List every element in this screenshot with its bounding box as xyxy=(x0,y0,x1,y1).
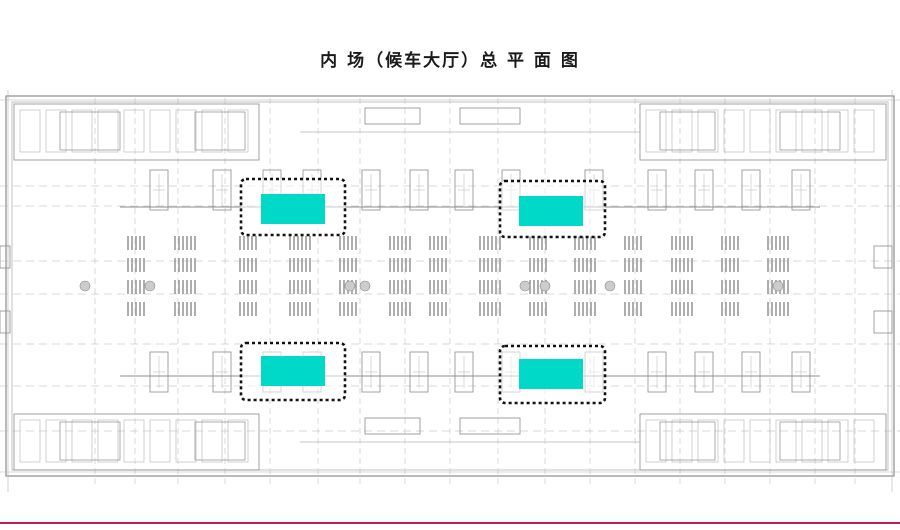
side-door xyxy=(873,245,893,269)
service-room xyxy=(123,419,145,463)
service-room xyxy=(749,109,771,153)
service-room xyxy=(175,109,197,153)
booth-unit xyxy=(212,169,232,211)
service-room xyxy=(659,111,716,151)
highlight-zones xyxy=(239,177,607,405)
service-room xyxy=(645,109,667,153)
service-room xyxy=(671,109,693,153)
teal-zone-block xyxy=(519,359,583,389)
service-room xyxy=(149,109,171,153)
service-block xyxy=(13,103,260,161)
booth-unit xyxy=(454,351,474,393)
service-room xyxy=(779,421,841,461)
entry-gate xyxy=(364,417,421,435)
booth-unit xyxy=(454,169,474,211)
service-room xyxy=(671,419,693,463)
service-room xyxy=(775,109,797,153)
column xyxy=(604,280,616,292)
highlight-zone-top-left xyxy=(239,177,347,237)
building-outline xyxy=(5,95,895,477)
page-title: 内 场（候车大厅）总 平 面 图 xyxy=(320,51,580,71)
booth-unit xyxy=(741,351,761,393)
service-room xyxy=(45,419,67,463)
service-room xyxy=(697,419,719,463)
service-room xyxy=(645,419,667,463)
side-door xyxy=(873,310,893,334)
entry-gate xyxy=(459,107,521,125)
service-room xyxy=(853,419,875,463)
booth-unit xyxy=(647,169,667,211)
booth-unit xyxy=(791,169,811,211)
teal-zone-block xyxy=(519,196,583,226)
service-room xyxy=(749,419,771,463)
service-room xyxy=(59,111,121,151)
booth-unit xyxy=(741,169,761,211)
service-room xyxy=(227,419,249,463)
service-room xyxy=(697,109,719,153)
service-room xyxy=(827,109,849,153)
floor-plan xyxy=(0,90,900,492)
service-room xyxy=(59,421,121,461)
column xyxy=(519,280,531,292)
highlight-zone-bottom-right xyxy=(498,344,607,405)
booth-unit xyxy=(149,351,169,393)
service-room xyxy=(97,419,119,463)
service-room xyxy=(779,111,841,151)
service-block xyxy=(13,413,260,471)
highlight-zone-top-right xyxy=(498,179,607,239)
booth-unit xyxy=(694,351,714,393)
service-room xyxy=(659,421,716,461)
service-room xyxy=(801,419,823,463)
booth-unit xyxy=(791,351,811,393)
side-door xyxy=(0,245,11,269)
service-room xyxy=(723,109,745,153)
booth-unit xyxy=(212,351,232,393)
teal-zone-block xyxy=(261,356,325,386)
service-room xyxy=(194,111,246,151)
service-room xyxy=(194,421,246,461)
service-room xyxy=(853,109,875,153)
plan-linework xyxy=(0,90,900,492)
booth-unit xyxy=(409,351,429,393)
entry-gate xyxy=(459,417,521,435)
highlight-zone-bottom-left xyxy=(239,341,347,402)
booth-unit xyxy=(694,169,714,211)
service-room xyxy=(175,419,197,463)
column xyxy=(344,280,356,292)
service-room xyxy=(201,419,223,463)
entry-gate xyxy=(364,107,421,125)
column xyxy=(144,280,156,292)
service-room xyxy=(123,109,145,153)
bottom-rule xyxy=(0,522,900,524)
column xyxy=(772,280,784,292)
booth-unit xyxy=(647,351,667,393)
column xyxy=(359,280,371,292)
booth-unit xyxy=(409,169,429,211)
booth-unit xyxy=(361,169,381,211)
booth-unit xyxy=(149,169,169,211)
service-room xyxy=(71,419,93,463)
service-room xyxy=(149,419,171,463)
service-room xyxy=(827,419,849,463)
service-room xyxy=(19,419,41,463)
service-block xyxy=(639,413,887,471)
service-room xyxy=(801,109,823,153)
service-room xyxy=(723,419,745,463)
service-room xyxy=(71,109,93,153)
service-room xyxy=(19,109,41,153)
side-door xyxy=(0,310,11,334)
teal-zone-block xyxy=(261,194,325,224)
column xyxy=(539,280,551,292)
column xyxy=(79,280,91,292)
service-room xyxy=(227,109,249,153)
service-block xyxy=(639,103,887,161)
service-room xyxy=(775,419,797,463)
service-room xyxy=(45,109,67,153)
service-room xyxy=(97,109,119,153)
booth-unit xyxy=(361,351,381,393)
service-room xyxy=(201,109,223,153)
